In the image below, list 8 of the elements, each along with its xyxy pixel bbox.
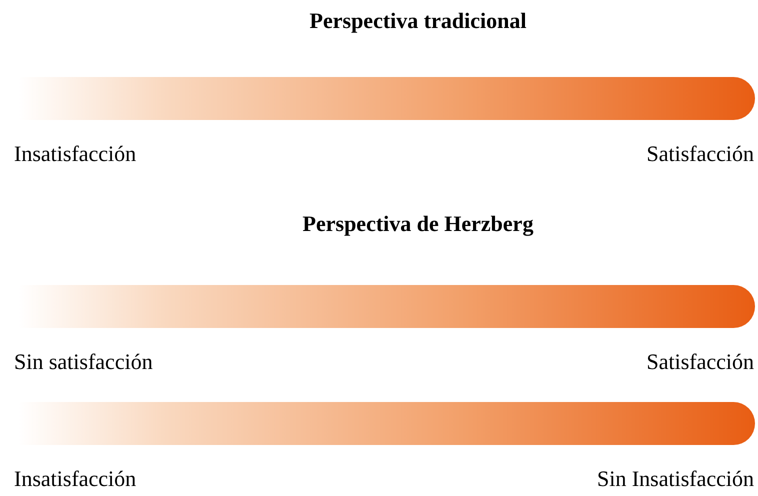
scale-end-label: Satisfacción bbox=[646, 349, 754, 375]
scale-end-label: Sin satisfacción bbox=[14, 349, 153, 375]
section-heading: Perspectiva de Herzberg bbox=[302, 211, 534, 237]
scale-end-label: Insatisfacción bbox=[14, 141, 136, 167]
scale-end-label: Satisfacción bbox=[646, 141, 754, 167]
scale-end-label: Insatisfacción bbox=[14, 466, 136, 492]
section-heading: Perspectiva tradicional bbox=[310, 8, 526, 34]
scale-end-label: Sin Insatisfacción bbox=[596, 466, 754, 492]
